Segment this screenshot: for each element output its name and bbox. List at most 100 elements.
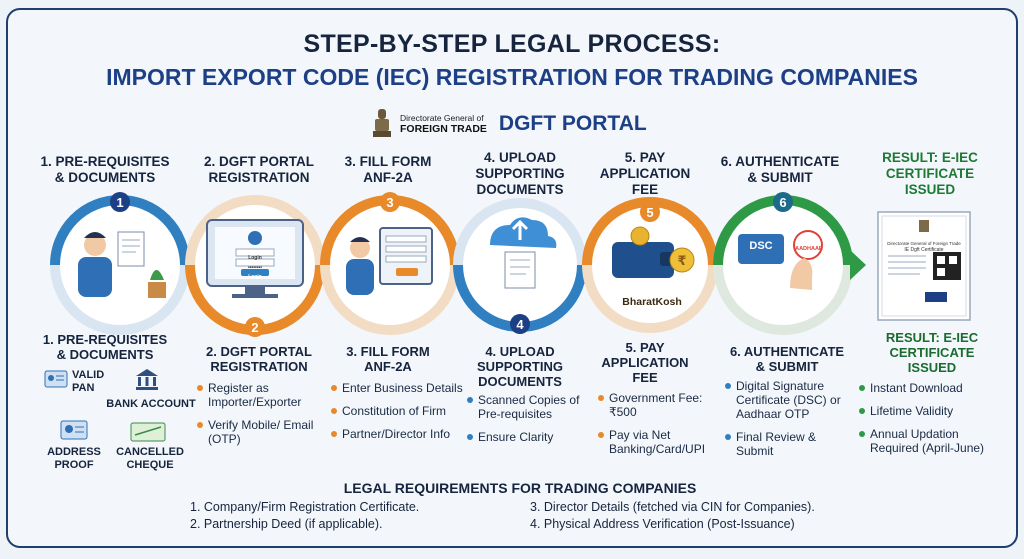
- result-title-line-1: RESULT: E-IEC: [882, 150, 978, 165]
- wallet-coins-icon: ₹: [612, 226, 695, 278]
- step-5-subheader: 5. PAY APPLICATION FEE: [580, 340, 710, 385]
- org-small-text: Directorate General of: [400, 112, 484, 123]
- step-2-subheader: 2. DGFT PORTAL REGISTRATION: [184, 344, 334, 374]
- aadhaar-label: AADHAAR: [795, 246, 823, 252]
- legal-requirements-section: LEGAL REQUIREMENTS FOR TRADING COMPANIES…: [160, 478, 880, 540]
- result-subheader: RESULT: E-IEC CERTIFICATE ISSUED: [862, 330, 1002, 375]
- emblem-icon: [373, 109, 391, 137]
- step-2-sub-line-2: REGISTRATION: [210, 359, 308, 374]
- step-4-bullet: Scanned Copies of Pre-requisites: [466, 393, 586, 421]
- step-2-header: 2. DGFT PORTAL REGISTRATION: [184, 154, 334, 186]
- step-5-title-line-1: 5. PAY: [624, 150, 666, 165]
- step-6-header: 6. AUTHENTICATE & SUBMIT: [705, 154, 855, 186]
- step-3-bullet: Constitution of Firm: [330, 404, 470, 418]
- legal-item-4: 4. Physical Address Verification (Post-I…: [530, 517, 795, 531]
- legal-item-1: 1. Company/Firm Registration Certificate…: [190, 500, 420, 514]
- title-line-2: IMPORT EXPORT CODE (IEC) REGISTRATION FO…: [106, 64, 918, 90]
- step-6-bullet-list: Digital Signature Certificate (DSC) or A…: [724, 379, 854, 467]
- step-6-bullet: Final Review & Submit: [724, 430, 854, 458]
- step-6-sub-line-2: & SUBMIT: [755, 359, 819, 374]
- step-5-sub-line-2: APPLICATION: [601, 355, 689, 370]
- result-bullet: Annual Updation Required (April-June): [858, 427, 1006, 455]
- step-6-subheader: 6. AUTHENTICATE & SUBMIT: [712, 344, 862, 374]
- step-5-bullet: Pay via Net Banking/Card/UPI: [597, 428, 715, 456]
- step-6-title-line-2: & SUBMIT: [747, 170, 813, 185]
- person-filling-form-icon: [346, 227, 433, 295]
- step-4-sub-line-1: 4. UPLOAD: [485, 344, 555, 359]
- bank-icon: [136, 369, 158, 390]
- step-4-bullet-list: Scanned Copies of Pre-requisites Ensure …: [466, 393, 586, 453]
- step-3-title-line-2: ANF-2A: [363, 170, 413, 185]
- svg-text:4: 4: [516, 317, 524, 332]
- svg-text:3: 3: [386, 195, 393, 210]
- doc-address-proof: ADDRESS PROOF: [47, 446, 101, 471]
- legal-item-2: 2. Partnership Deed (if applicable).: [190, 517, 383, 531]
- password-field-label: ••••••••: [247, 265, 262, 271]
- legal-item-3: 3. Director Details (fetched via CIN for…: [530, 500, 815, 514]
- step-1-subheader: 1. PRE-REQUISITES & DOCUMENTS: [30, 332, 180, 362]
- step-2-bullet: Register as Importer/Exporter: [196, 381, 321, 409]
- step-5-title-line-2: APPLICATION: [599, 166, 691, 181]
- step-1-sub-line-1: 1. PRE-REQUISITES: [42, 332, 168, 347]
- login-field-label: Login: [248, 255, 262, 261]
- step-4-title-line-1: 4. UPLOAD: [483, 150, 556, 165]
- step-4-sub-line-2: SUPPORTING: [477, 359, 563, 374]
- step-1-title-line-2: & DOCUMENTS: [54, 170, 156, 185]
- step-2-title-line-1: 2. DGFT PORTAL: [204, 154, 314, 169]
- e-iec-certificate-icon: [877, 211, 971, 321]
- step-2-sub-line-1: 2. DGFT PORTAL: [206, 344, 312, 359]
- step-3-header: 3. FILL FORM ANF-2A: [318, 154, 458, 186]
- step-5-bullet-list: Government Fee: ₹500 Pay via Net Banking…: [597, 391, 715, 465]
- cheque-icon: [130, 422, 166, 442]
- step-5-sub-line-1: 5. PAY: [625, 340, 665, 355]
- step-5-bullet: Government Fee: ₹500: [597, 391, 715, 419]
- org-big-text: FOREIGN TRADE: [400, 122, 487, 135]
- step-2-bullet-list: Register as Importer/Exporter Verify Mob…: [196, 381, 321, 455]
- step-3-subheader: 3. FILL FORM ANF-2A: [318, 344, 458, 374]
- result-sub-line-1: RESULT: E-IEC: [885, 330, 979, 345]
- step-1-header: 1. PRE-REQUISITES & DOCUMENTS: [30, 154, 180, 186]
- title-line-1: STEP-BY-STEP LEGAL PROCESS:: [303, 30, 721, 58]
- svg-text:₹: ₹: [677, 254, 686, 269]
- cloud-upload-icon: [490, 217, 557, 289]
- step-3-title-line-1: 3. FILL FORM: [344, 154, 432, 169]
- step-5-header: 5. PAY APPLICATION FEE: [580, 150, 710, 198]
- step-3-bullet-list: Enter Business Details Constitution of F…: [330, 381, 470, 450]
- result-header: RESULT: E-IEC CERTIFICATE ISSUED: [855, 150, 1005, 198]
- step-2-title-line-2: REGISTRATION: [208, 170, 310, 185]
- result-title-line-2: CERTIFICATE: [885, 166, 975, 181]
- login-button-label: Login: [248, 274, 262, 280]
- computer-login-icon: [206, 219, 304, 298]
- result-sub-line-3: ISSUED: [907, 360, 957, 375]
- step-1-sub-line-2: & DOCUMENTS: [56, 347, 154, 362]
- address-proof-icon: [60, 420, 88, 440]
- result-bullet: Instant Download: [858, 381, 1006, 395]
- step-4-subheader: 4. UPLOAD SUPPORTING DOCUMENTS: [455, 344, 585, 389]
- step-6-bullet: Digital Signature Certificate (DSC) or A…: [724, 379, 854, 421]
- step-4-bullet: Ensure Clarity: [466, 430, 586, 444]
- certificate-header-text: Directorate General of Foreign Trade: [887, 241, 961, 246]
- result-sub-line-2: CERTIFICATE: [889, 345, 975, 360]
- person-with-documents-icon: [78, 231, 166, 298]
- step-4-header: 4. UPLOAD SUPPORTING DOCUMENTS: [455, 150, 585, 198]
- step-1-title-line-1: 1. PRE-REQUISITES: [40, 154, 170, 169]
- svg-text:1: 1: [116, 195, 123, 210]
- arrow-to-result-icon: [850, 250, 866, 280]
- portal-title: DGFT PORTAL: [498, 112, 647, 135]
- dsc-card-label: DSC: [749, 240, 773, 252]
- result-bullet: Lifetime Validity: [858, 404, 1006, 418]
- step-4-title-line-2: SUPPORTING: [475, 166, 565, 181]
- result-title-line-3: ISSUED: [904, 182, 956, 197]
- svg-text:5: 5: [646, 205, 653, 220]
- legal-requirements-title: LEGAL REQUIREMENTS FOR TRADING COMPANIES: [343, 480, 697, 496]
- bharatkosh-brand: BharatKosh: [622, 296, 682, 308]
- certificate-title-text: IE Dgft Certificate: [904, 247, 944, 253]
- step-2-bullet: Verify Mobile/ Email (OTP): [196, 418, 321, 446]
- dgft-portal-header: Directorate General of FOREIGN TRADE DGF…: [370, 104, 647, 144]
- result-bullet-list: Instant Download Lifetime Validity Annua…: [858, 381, 1006, 464]
- step-3-sub-line-1: 3. FILL FORM: [346, 344, 430, 359]
- step-3-sub-line-2: ANF-2A: [364, 359, 412, 374]
- step-4-sub-line-3: DOCUMENTS: [478, 374, 562, 389]
- step-6-title-line-1: 6. AUTHENTICATE: [720, 154, 840, 169]
- dgft-org-name: Directorate General of FOREIGN TRADE: [400, 113, 487, 136]
